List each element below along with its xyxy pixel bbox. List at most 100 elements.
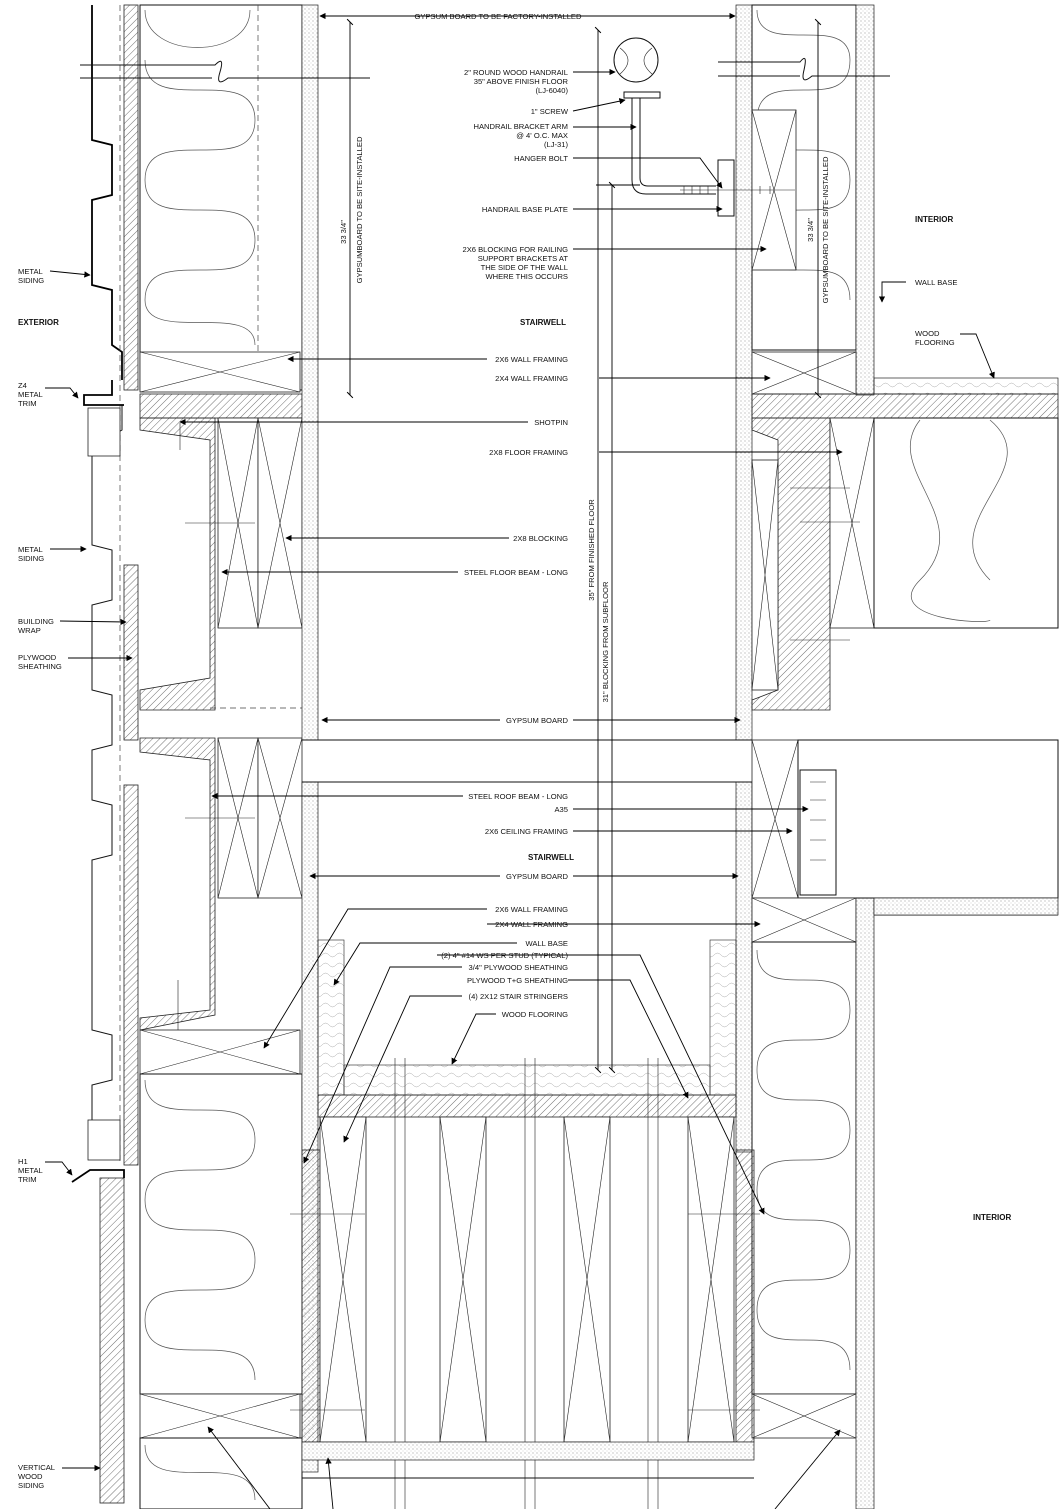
plywood-sheathing-upper xyxy=(123,4,139,391)
handrail-assembly xyxy=(613,37,795,217)
label-wall-framing-2x6-top: 2X6 WALL FRAMING xyxy=(495,355,568,364)
label-blocking-4: WHERE THIS OCCURS xyxy=(485,272,568,281)
handrail-bracket-top xyxy=(623,91,661,99)
leader-lines xyxy=(45,68,995,1509)
label-dim-left-note: GYPSUMBOARD TO BE SITE-INSTALLED xyxy=(355,136,364,283)
metal-siding-profile-upper xyxy=(91,5,123,380)
interior-wall xyxy=(751,4,1059,1509)
label-plywood-tg: PLYWOOD T+G SHEATHING xyxy=(467,976,568,985)
label-interior-low: INTERIOR xyxy=(973,1213,1011,1222)
h1-trim-shape xyxy=(71,1169,125,1183)
gypsum-stair-soffit xyxy=(301,1441,755,1461)
wood-flooring-interior xyxy=(873,377,1059,395)
label-wall-base-right: WALL BASE xyxy=(915,278,958,287)
label-wall-framing-2x4-low: 2X4 WALL FRAMING xyxy=(495,920,568,929)
label-metal-siding-mid-2: SIDING xyxy=(18,554,44,563)
handrail-icon xyxy=(613,37,659,83)
label-plywood-34: 3/4" PLYWOOD SHEATHING xyxy=(469,963,569,972)
label-bracket-3: (LJ-31) xyxy=(544,140,569,149)
subfloor-right xyxy=(751,393,1059,419)
stud-cavity-upper xyxy=(139,4,303,391)
label-blocking-1: 2X6 BLOCKING FOR RAILING xyxy=(463,245,569,254)
trim-block-upper xyxy=(87,407,121,457)
plywood-sheathing-stair-left xyxy=(301,1149,321,1443)
label-dim-right-value: 33 3/4" xyxy=(806,218,815,242)
label-handrail-1: 2" ROUND WOOD HANDRAIL xyxy=(464,68,568,77)
label-dim-left-value: 33 3/4" xyxy=(339,220,348,244)
label-h1-3: TRIM xyxy=(18,1175,37,1184)
handrail-bracket-arm xyxy=(631,98,716,195)
wall-base-right xyxy=(709,939,737,1096)
trim-block-lower xyxy=(87,1119,121,1161)
label-z4-1: Z4 xyxy=(18,381,27,390)
label-stair-stringers: (4) 2X12 STAIR STRINGERS xyxy=(469,992,568,1001)
label-blocking-2x8: 2X8 BLOCKING xyxy=(513,534,568,543)
gypsum-interior-lower xyxy=(855,897,875,1509)
wood-flooring-stair xyxy=(343,1064,711,1096)
label-dim-right-note: GYPSUMBOARD TO BE SITE-INSTALLED xyxy=(821,156,830,303)
label-ws-per-stud: (2) 4" #14 WS PER STUD (TYPICAL) xyxy=(441,951,568,960)
label-h1-1: H1 xyxy=(18,1157,28,1166)
rim-joist-left-lower xyxy=(139,737,216,1031)
stair-assembly xyxy=(290,939,760,1509)
label-screw: 1" SCREW xyxy=(531,107,569,116)
label-metal-siding-top-2: SIDING xyxy=(18,276,44,285)
label-plywood-sheathing-1: PLYWOOD xyxy=(18,653,57,662)
label-ceiling-framing: 2X6 CEILING FRAMING xyxy=(485,827,568,836)
label-building-wrap-2: WRAP xyxy=(18,626,41,635)
gypsum-right-lower xyxy=(735,781,753,1153)
label-base-plate: HANDRAIL BASE PLATE xyxy=(482,205,568,214)
label-shotpin: SHOTPIN xyxy=(534,418,568,427)
label-handrail-3: (LJ-6040) xyxy=(536,86,569,95)
label-wood-flooring-low: WOOD FLOORING xyxy=(502,1010,568,1019)
label-blocking-3: THE SIDE OF THE WALL xyxy=(481,263,568,272)
plywood-tg-sheathing xyxy=(317,1094,737,1118)
label-floor-framing: 2X8 FLOOR FRAMING xyxy=(489,448,568,457)
label-exterior: EXTERIOR xyxy=(18,318,59,327)
stairwell-gypsum xyxy=(301,4,753,1473)
label-handrail-2: 35" ABOVE FINISH FLOOR xyxy=(474,77,569,86)
label-wall-base-low: WALL BASE xyxy=(526,939,569,948)
gypsum-right-upper xyxy=(735,4,753,741)
plywood-sheathing-stair-right xyxy=(735,1149,755,1443)
label-gypsum-factory: GYPSUM BOARD TO BE FACTORY-INSTALLED xyxy=(415,12,582,21)
z4-trim-shape xyxy=(83,380,124,406)
label-interior-top: INTERIOR xyxy=(915,215,953,224)
wall-base-left xyxy=(317,939,345,1096)
label-h1-2: METAL xyxy=(18,1166,43,1175)
label-blocking-2: SUPPORT BRACKETS AT xyxy=(478,254,569,263)
label-metal-siding-top-1: METAL xyxy=(18,267,43,276)
insulation-upper xyxy=(144,9,256,346)
plywood-sheathing-low xyxy=(123,784,139,1166)
gypsum-interior-upper xyxy=(855,4,875,396)
metal-siding-profile-middle xyxy=(91,405,123,1120)
label-building-wrap-1: BUILDING xyxy=(18,617,54,626)
label-wall-framing-2x6-low: 2X6 WALL FRAMING xyxy=(495,905,568,914)
label-dim-35: 35" FROM FINISHED FLOOR xyxy=(587,499,596,601)
vertical-wood-siding xyxy=(99,1177,125,1504)
rim-joist-left xyxy=(139,417,216,711)
label-wood-flooring-right-2: FLOORING xyxy=(915,338,955,347)
label-stairwell-mid: STAIRWELL xyxy=(528,853,574,862)
label-metal-siding-mid-1: METAL xyxy=(18,545,43,554)
plywood-sheathing-mid xyxy=(123,564,139,741)
label-hanger-bolt: HANGER BOLT xyxy=(514,154,568,163)
exterior-wall xyxy=(71,4,303,1509)
dimensions xyxy=(319,12,822,1074)
label-z4-2: METAL xyxy=(18,390,43,399)
break-lines xyxy=(80,57,890,83)
gypsum-left-upper xyxy=(301,4,319,741)
label-z4-3: TRIM xyxy=(18,399,37,408)
label-vertical-siding-1: VERTICAL xyxy=(18,1463,55,1472)
label-plywood-sheathing-2: SHEATHING xyxy=(18,662,62,671)
label-vertical-siding-3: SIDING xyxy=(18,1481,44,1490)
label-bracket-1: HANDRAIL BRACKET ARM xyxy=(473,122,568,131)
handrail-base-plate xyxy=(717,159,735,217)
label-stairwell-top: STAIRWELL xyxy=(520,318,566,327)
floor-plate-left xyxy=(139,393,303,419)
label-gypsum-board-low: GYPSUM BOARD xyxy=(506,872,569,881)
a35-connector xyxy=(799,769,837,896)
label-dim-31: 31" BLOCKING FROM SUBFLOOR xyxy=(601,581,610,702)
label-a35: A35 xyxy=(554,805,568,814)
